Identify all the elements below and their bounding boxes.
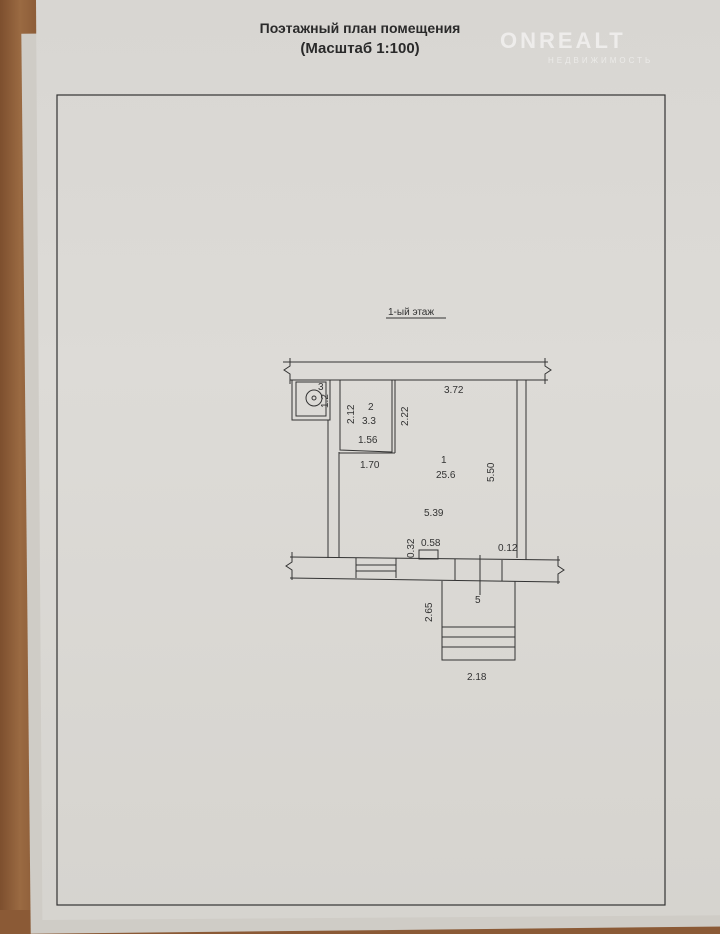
floor-plan: 1-ый этаж: [56, 94, 666, 906]
dim-2-12: 2.12: [346, 404, 357, 424]
dim-3-72: 3.72: [444, 385, 464, 396]
document-scale: (Масштаб 1:100): [300, 40, 420, 57]
room-3-area: 1.2: [320, 394, 331, 408]
dim-2-65: 2.65: [424, 602, 435, 622]
room-1-number: 1: [441, 455, 447, 466]
page-frame: [56, 94, 666, 906]
watermark-subtitle: НЕДВИЖИМОСТЬ: [548, 56, 654, 65]
dim-0-12: 0.12: [498, 543, 518, 554]
dim-1-56: 1.56: [358, 435, 378, 446]
room-2-number: 2: [368, 402, 374, 413]
dim-0-58: 0.58: [421, 538, 441, 549]
watermark-logo: ONREALT: [500, 28, 626, 53]
room-2-area: 3.3: [362, 416, 376, 427]
walls: [283, 358, 565, 661]
dim-1-70: 1.70: [360, 460, 380, 471]
dim-0-32: 0.32: [406, 538, 417, 558]
floor-label: 1-ый этаж: [388, 307, 434, 318]
dim-5-39: 5.39: [424, 508, 444, 519]
dim-2-18: 2.18: [467, 672, 487, 683]
dim-2-22: 2.22: [400, 406, 411, 426]
room-3-number: 3: [318, 382, 324, 393]
document-title: Поэтажный план помещения: [259, 20, 461, 36]
room-1-area: 25.6: [436, 470, 456, 481]
dim-5-50: 5.50: [486, 462, 497, 482]
entrance-number: 5: [475, 595, 481, 606]
